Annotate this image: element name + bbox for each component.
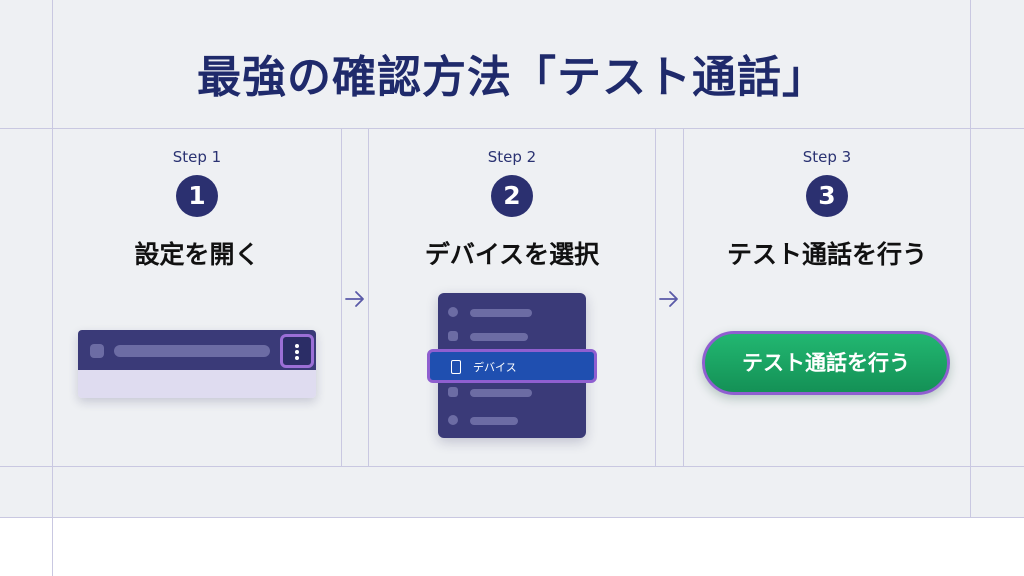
user-icon (448, 307, 458, 317)
grid-line (368, 128, 369, 466)
video-icon (448, 331, 458, 341)
step-title: 設定を開く (134, 240, 260, 269)
grid-line (0, 128, 1024, 129)
grid-line (341, 128, 342, 466)
step-1-panel: Step 1 1 設定を開く (54, 130, 340, 466)
header-top (78, 330, 316, 370)
step-3-panel: Step 3 3 テスト通話を行う (684, 130, 970, 466)
step-title: デバイスを選択 (424, 240, 600, 269)
grid-line (683, 128, 684, 466)
menu-item-placeholder (470, 389, 532, 397)
grid-line (0, 517, 1024, 518)
menu-item[interactable] (448, 387, 576, 399)
app-header-mockup (78, 330, 316, 398)
step-2-panel: Step 2 2 デバイスを選択 (369, 130, 655, 466)
menu-item[interactable] (448, 307, 576, 319)
step-label: Step 3 (802, 148, 852, 166)
arrow-right-icon (345, 291, 364, 307)
help-icon (448, 415, 458, 425)
menu-item-placeholder (470, 309, 532, 317)
search-bar-placeholder (114, 345, 270, 357)
step-title: テスト通話を行う (726, 240, 927, 269)
app-icon-placeholder (90, 344, 104, 358)
step-label: Step 2 (487, 148, 537, 166)
menu-item-placeholder (470, 333, 528, 341)
grid-line (655, 128, 656, 466)
grid-line (52, 0, 53, 576)
page-title: 最強の確認方法「テスト通話」 (197, 52, 827, 103)
menu-item-devices-selected[interactable]: デバイス (427, 349, 597, 383)
menu-item[interactable] (448, 415, 576, 427)
step-number-badge: 1 (176, 175, 218, 217)
menu-item[interactable] (448, 331, 576, 343)
phone-icon (451, 360, 461, 374)
arrow-right-icon (659, 291, 678, 307)
step-number-badge: 2 (491, 175, 533, 217)
test-call-button[interactable]: テスト通話を行う (702, 331, 950, 395)
list-icon (448, 387, 458, 397)
vertical-dots-icon[interactable] (280, 334, 314, 368)
grid-line (970, 0, 971, 518)
grid-line (0, 466, 1024, 467)
menu-item-placeholder (470, 417, 518, 425)
step-label: Step 1 (172, 148, 222, 166)
step-number-badge: 3 (806, 175, 848, 217)
header-bottom (78, 370, 316, 398)
menu-item-label: デバイス (473, 361, 517, 374)
